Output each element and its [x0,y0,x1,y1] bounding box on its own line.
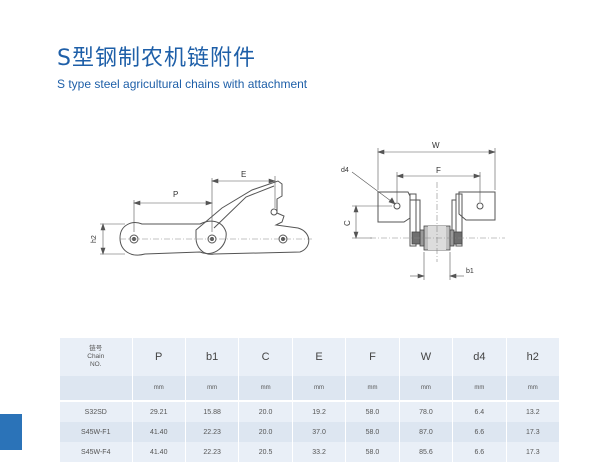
page-title: S型钢制农机链附件 [57,46,256,71]
dim-label-c: C [343,220,352,226]
dim-label-d4: d4 [341,167,349,174]
spec-table: 链号 Chain NO. P b1 C E F W d4 h2 mm mm mm… [60,338,561,462]
unit-cell: mm [506,376,561,400]
unit-cell: mm [345,376,400,400]
table-row: S45W-F4 41.40 22.23 20.5 33.2 58.0 85.6 … [60,442,561,462]
chain-side-view [119,180,310,256]
side-tab [0,414,22,450]
chain-drawing: P E h2 [91,141,505,280]
header-chain-no: 链号 Chain NO. [60,338,133,376]
header-col: E [292,338,347,376]
units-row: mm mm mm mm mm mm mm mm [60,376,561,400]
header-col: d4 [452,338,507,376]
table-row: S32SD 29.21 15.88 20.0 19.2 58.0 78.0 6.… [60,402,561,422]
header-col: P [132,338,186,376]
unit-cell: mm [132,376,186,400]
header-col: h2 [506,338,561,376]
unit-cell: mm [452,376,507,400]
dim-label-w: W [432,141,440,150]
header-col: F [345,338,400,376]
unit-cell: mm [292,376,347,400]
dim-label-b1: b1 [466,268,474,275]
unit-cell: mm [238,376,293,400]
dim-label-f: F [436,166,441,175]
page-subtitle: S type steel agricultural chains with at… [57,77,308,91]
dim-label-p: P [173,190,178,199]
dim-label-e: E [241,170,246,179]
header-col: W [399,338,454,376]
dim-label-h2: h2 [91,235,98,243]
table-row: S45W-F1 41.40 22.23 20.0 37.0 58.0 87.0 … [60,422,561,442]
unit-cell: mm [399,376,454,400]
header-col: C [238,338,293,376]
chain-front-view [377,191,496,247]
unit-cell: mm [185,376,240,400]
table-header-row: 链号 Chain NO. P b1 C E F W d4 h2 [60,338,561,376]
header-col: b1 [185,338,240,376]
